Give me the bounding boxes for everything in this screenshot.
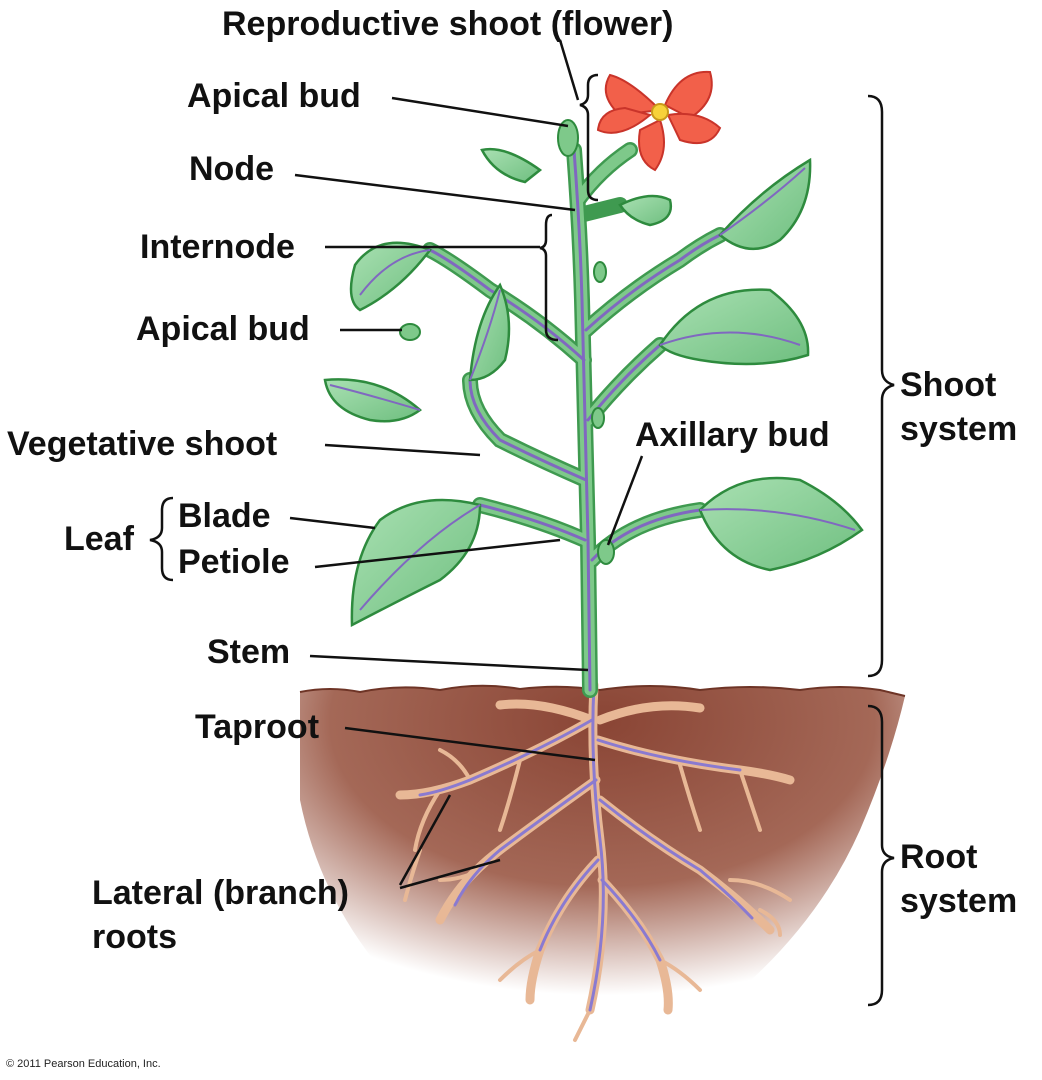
leaf-small-top-right bbox=[618, 194, 673, 227]
label-blade: Blade bbox=[178, 497, 271, 535]
label-petiole: Petiole bbox=[178, 543, 290, 581]
label-leaf: Leaf bbox=[64, 520, 134, 558]
flower bbox=[596, 70, 722, 172]
leaf-far-left bbox=[323, 378, 422, 423]
apical-bud-top bbox=[557, 119, 579, 157]
label-apical-bud-side: Apical bud bbox=[136, 310, 310, 348]
leaf-lower-right bbox=[698, 476, 864, 572]
label-stem: Stem bbox=[207, 633, 291, 671]
label-shoot-system-line2: system bbox=[900, 410, 1018, 448]
apical-bud-side bbox=[399, 323, 421, 341]
label-lateral-roots-line2: roots bbox=[92, 918, 177, 956]
brackets bbox=[149, 73, 895, 1007]
leaf-top-right bbox=[718, 157, 812, 251]
label-lateral-roots-line1: Lateral (branch) bbox=[92, 874, 349, 912]
leaves bbox=[323, 148, 864, 628]
leaf-upper-left bbox=[480, 148, 543, 184]
label-axillary-bud: Axillary bud bbox=[635, 416, 830, 454]
shoot-system-bracket bbox=[867, 94, 895, 678]
stem bbox=[422, 142, 728, 698]
leaf-mid-right bbox=[658, 288, 810, 366]
leaf-bracket bbox=[149, 496, 174, 582]
label-node: Node bbox=[189, 150, 274, 188]
root-system-bracket bbox=[867, 704, 895, 1007]
leader-lines bbox=[289, 39, 644, 890]
leaf-mid-left-large bbox=[349, 241, 432, 312]
label-root-system-line2: system bbox=[900, 882, 1018, 920]
label-internode: Internode bbox=[140, 228, 295, 266]
reproductive-bracket bbox=[579, 73, 599, 202]
label-root-system-line1: Root bbox=[900, 838, 978, 876]
label-taproot: Taproot bbox=[195, 708, 320, 746]
internode-bracket bbox=[539, 213, 559, 342]
leaf-lower-left bbox=[350, 498, 482, 628]
copyright-notice: © 2011 Pearson Education, Inc. bbox=[6, 1058, 161, 1070]
buds bbox=[399, 119, 615, 565]
leaf-veins bbox=[329, 167, 856, 611]
label-apical-bud-top: Apical bud bbox=[187, 77, 361, 115]
roots bbox=[395, 680, 795, 1042]
label-reproductive-shoot: Reproductive shoot (flower) bbox=[222, 5, 674, 43]
axillary-bud bbox=[597, 539, 615, 565]
label-vegetative-shoot: Vegetative shoot bbox=[7, 425, 278, 463]
label-shoot-system-line1: Shoot bbox=[900, 366, 997, 404]
